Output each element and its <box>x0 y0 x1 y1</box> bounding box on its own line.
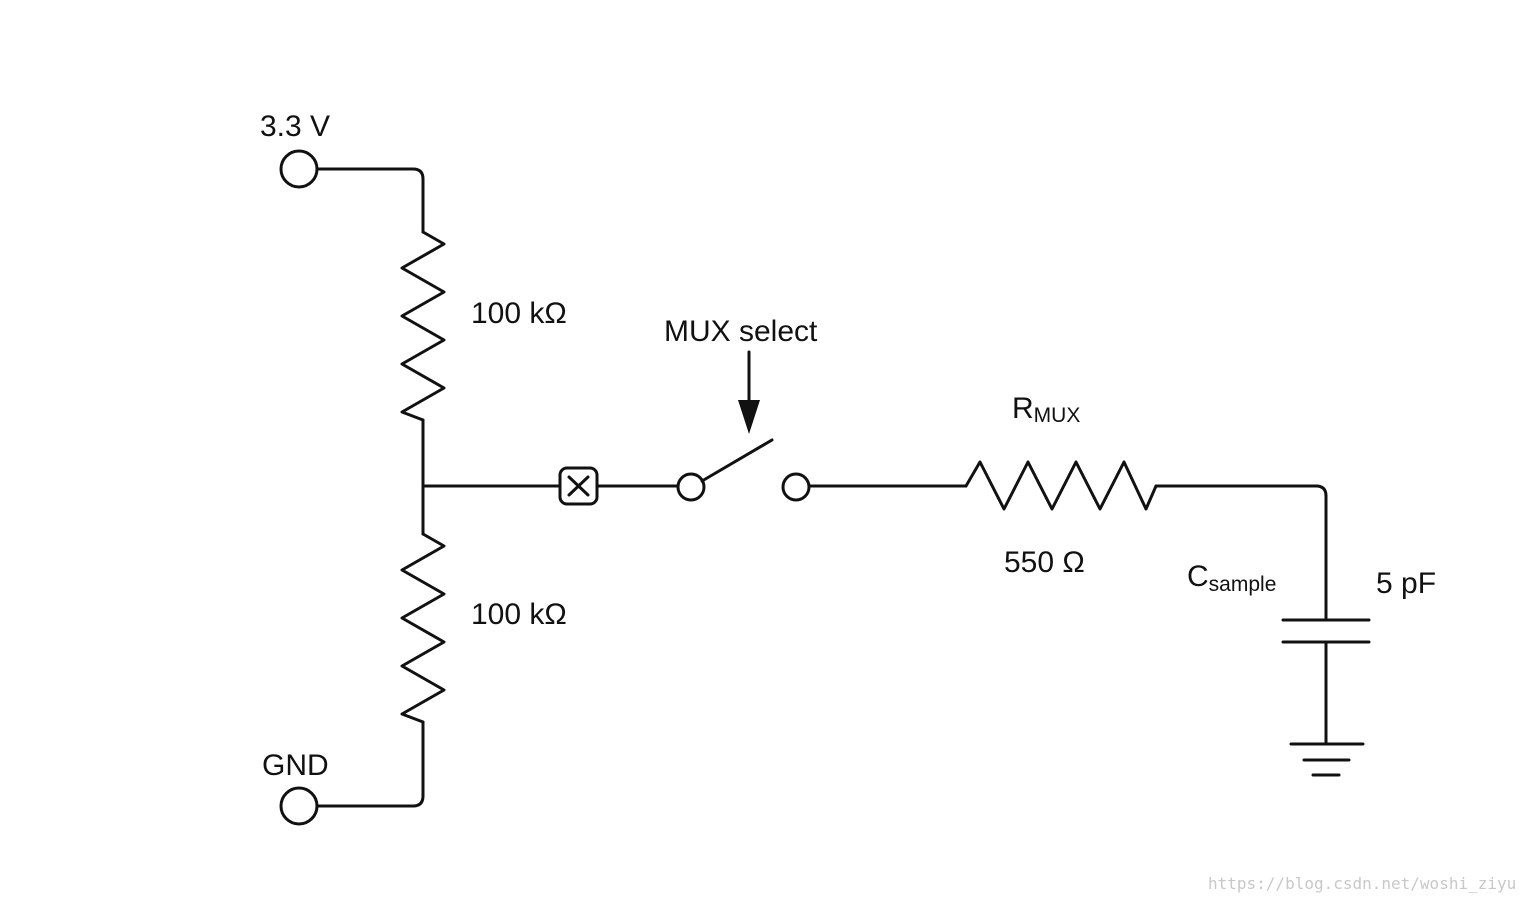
rmux-label-sub: MUX <box>1034 404 1081 427</box>
csample-label-main: C <box>1187 560 1209 593</box>
bottom-resistor <box>400 532 446 724</box>
csample-label-sub: sample <box>1209 573 1277 596</box>
ground-label: GND <box>262 749 329 782</box>
rmux-to-cap-wire <box>1154 484 1328 622</box>
watermark-text: https://blog.csdn.net/woshi_ziyu <box>1208 874 1516 893</box>
bottom-resistor-value: 100 kΩ <box>471 598 567 631</box>
switch-terminal-right <box>781 472 811 502</box>
rmux-label: RMUX <box>1012 392 1080 427</box>
ground-terminal <box>279 786 319 826</box>
ground-wire <box>315 720 425 808</box>
switch-terminal-left <box>676 472 706 502</box>
top-resistor <box>400 230 446 422</box>
mux-select-arrow-head <box>738 400 760 434</box>
supply-label: 3.3 V <box>260 110 330 143</box>
csample-value: 5 pF <box>1376 567 1436 600</box>
rmux-resistor <box>964 460 1158 511</box>
supply-terminal <box>279 149 319 189</box>
mux-select-label: MUX select <box>664 315 818 348</box>
supply-wire <box>315 167 425 234</box>
pin-x-icon <box>567 475 590 497</box>
switch-blade <box>700 438 774 483</box>
csample-label: Csample <box>1187 560 1276 596</box>
rmux-value: 550 Ω <box>1004 546 1085 579</box>
top-resistor-value: 100 kΩ <box>471 297 567 330</box>
rmux-label-main: R <box>1012 392 1034 425</box>
